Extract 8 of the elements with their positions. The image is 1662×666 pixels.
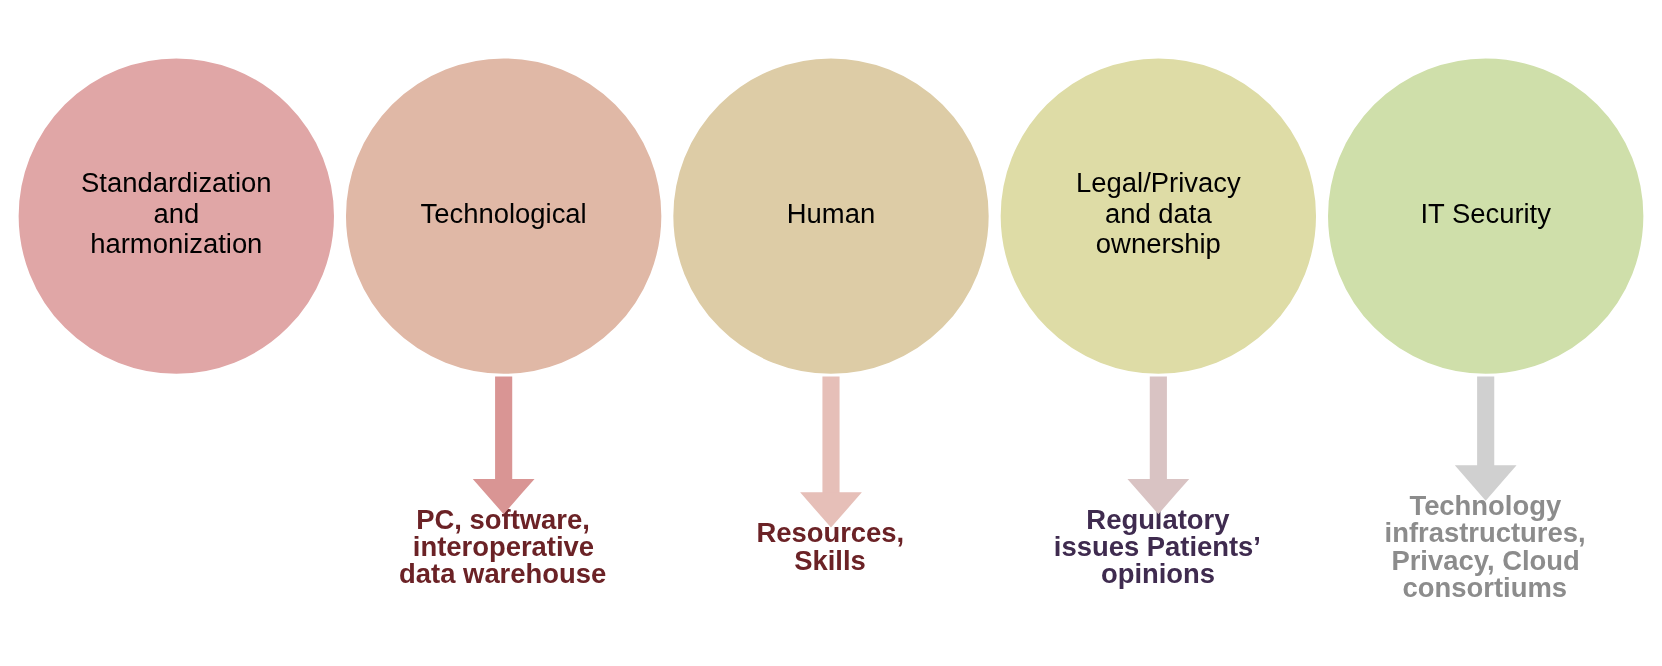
arrow [800, 376, 862, 528]
node-text: Resources, Skills [756, 516, 905, 576]
arrow [472, 376, 535, 514]
node-text: Regulatory issues Patients’ opinions [1053, 503, 1261, 589]
node-text: PC, software, interoperative data warehouse [399, 503, 607, 589]
arrow [1127, 376, 1190, 514]
arrow [1454, 376, 1517, 501]
node-text: Technology infrastructures, Privacy, Cloud consortiums [1384, 489, 1586, 603]
